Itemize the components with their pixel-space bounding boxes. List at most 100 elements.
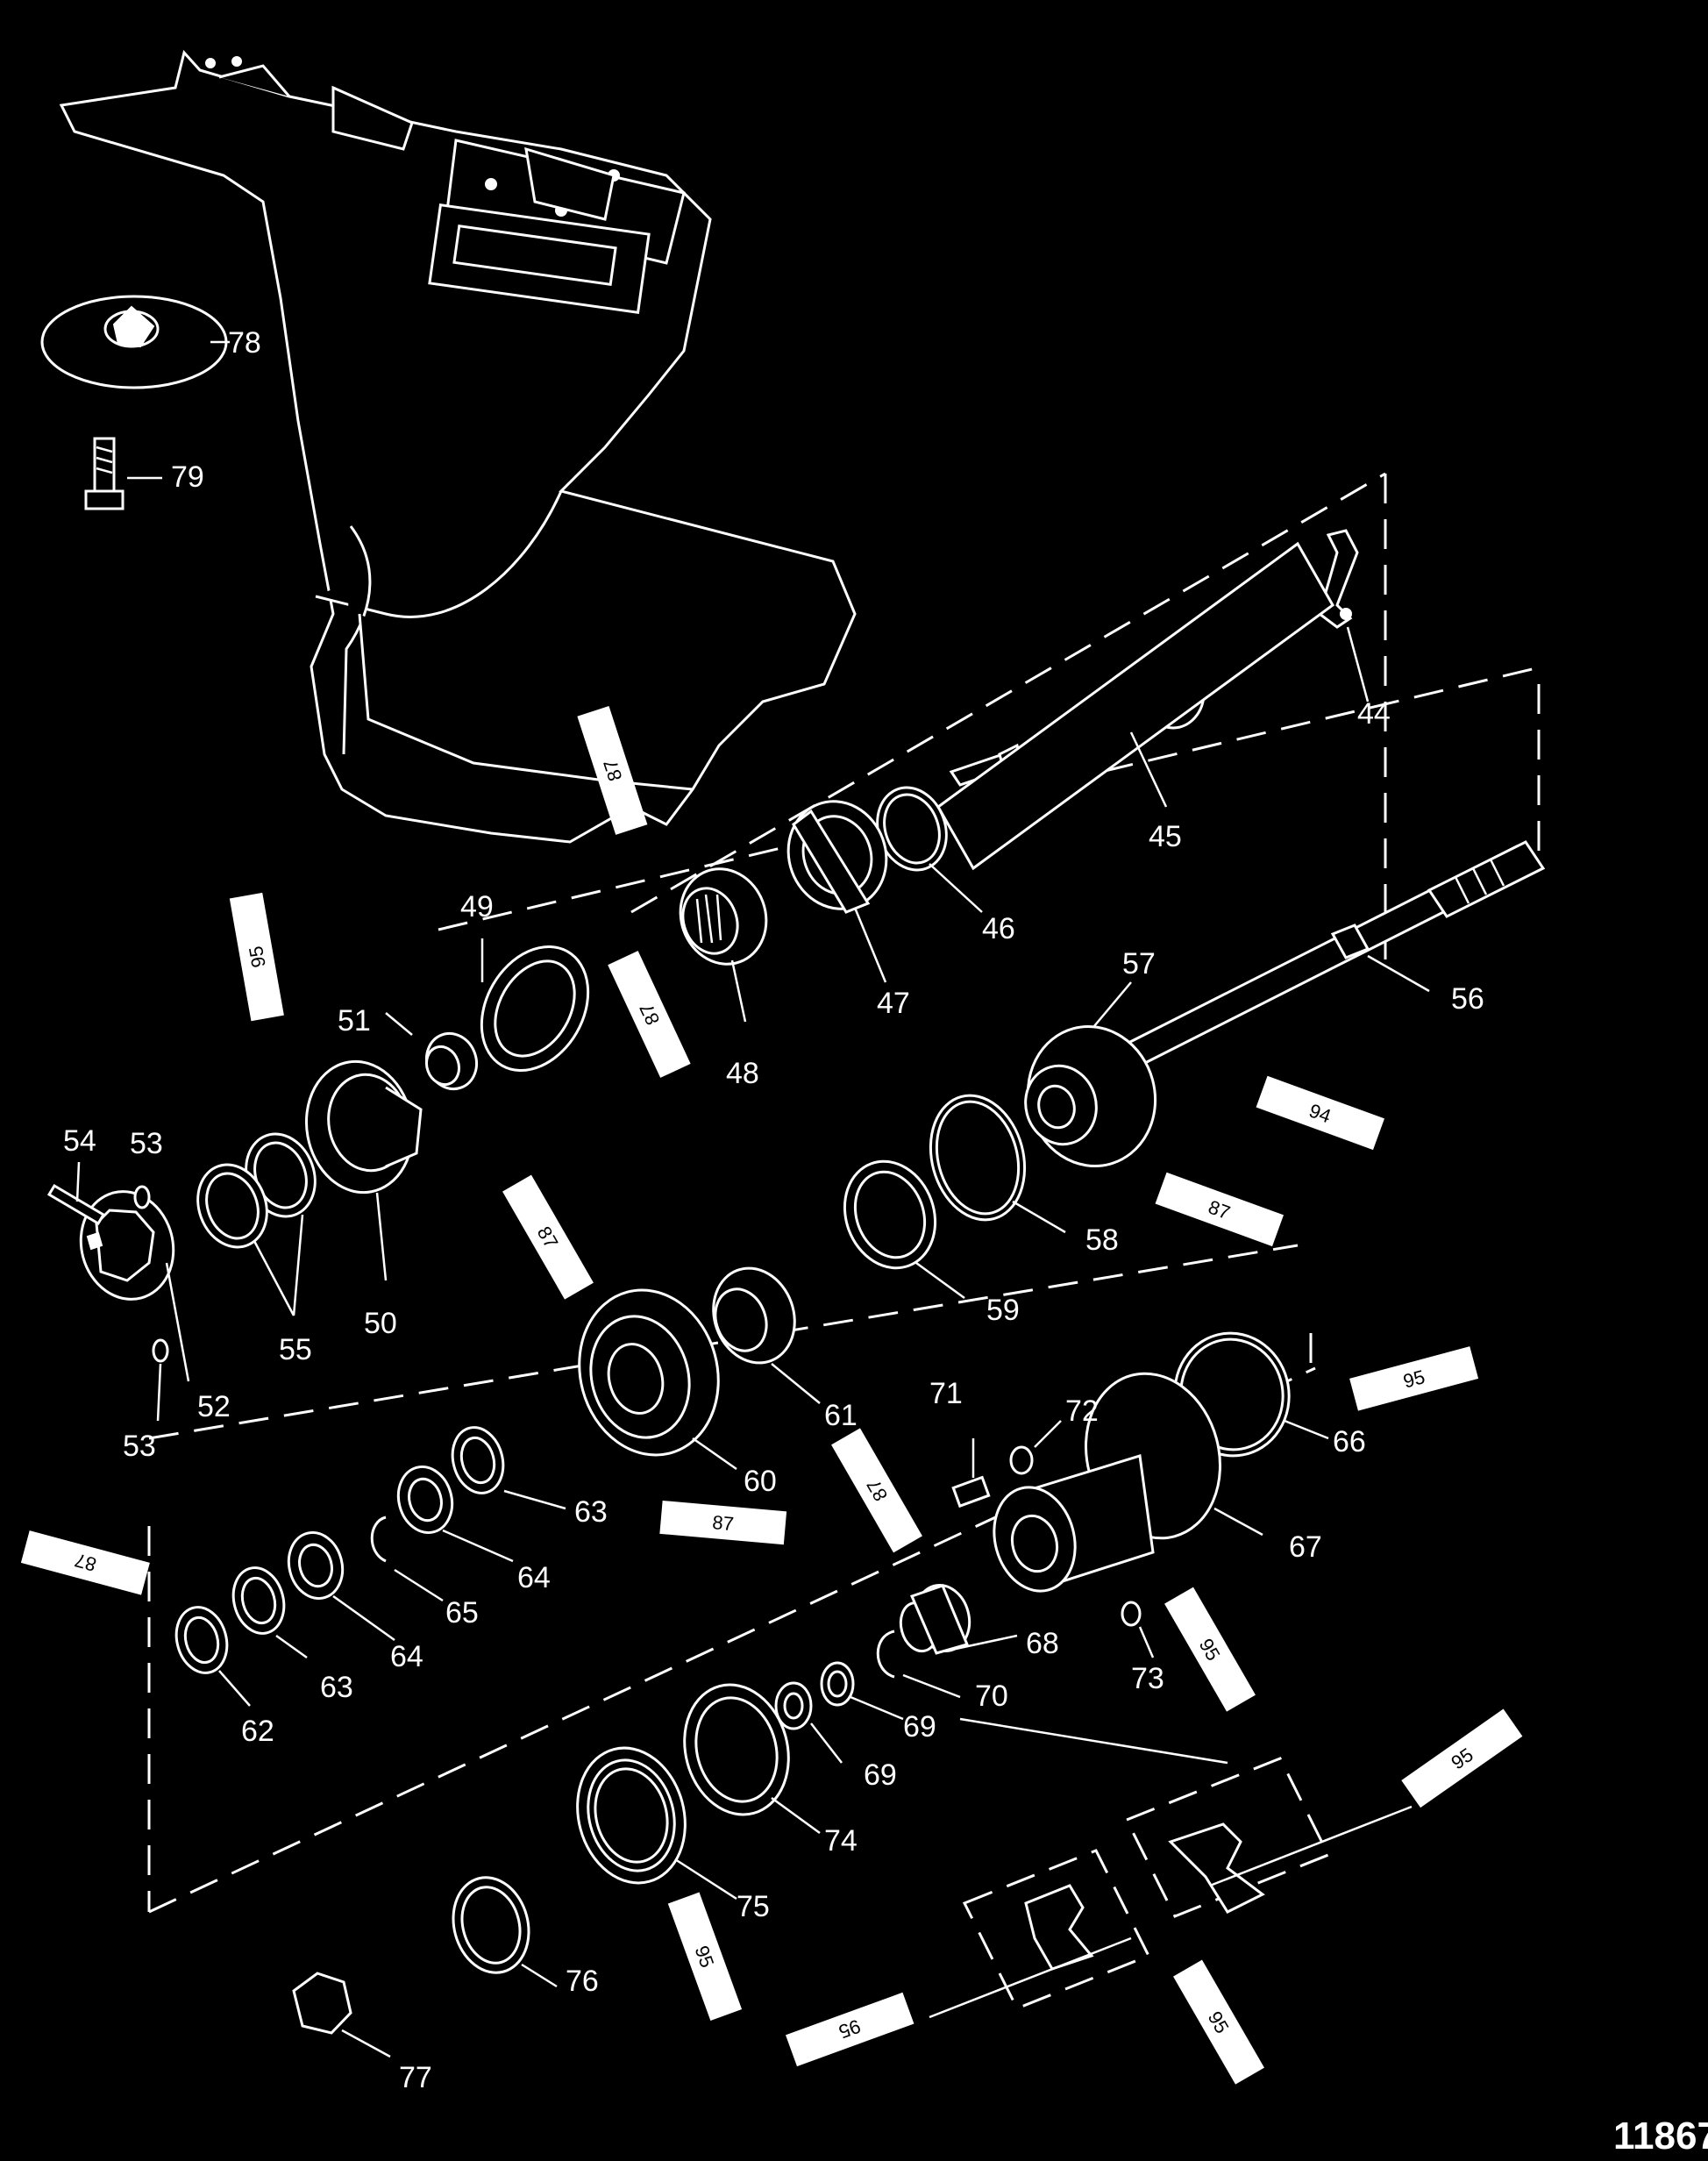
callout-78: 78 [228,326,261,360]
callout-69-b: 69 [864,1758,897,1792]
part-64-seal-upper [396,1465,454,1535]
part-57-forward-gear [1024,1025,1157,1167]
callout-55: 55 [279,1333,312,1366]
callout-49: 49 [460,890,494,924]
part-47-bearing-race [786,800,888,914]
part-77-nut [292,1972,352,2035]
tube-87-c: 87 [1155,1172,1284,1247]
callout-59: 59 [986,1294,1020,1327]
part-44-clip [1318,529,1359,629]
part-46-o-ring [876,786,948,872]
part-70-retaining-ring [876,1630,895,1679]
tube-95-g: 95 [786,1992,914,2067]
tube-95-d: 95 [1401,1708,1523,1808]
part-48-needle-bearing [679,867,768,966]
callout-76: 76 [566,1965,599,1998]
part-56-propeller-shaft [1124,840,1546,1067]
callout-64-upper: 64 [517,1561,551,1594]
callout-44: 44 [1357,697,1391,731]
callout-63-lower: 63 [320,1671,353,1704]
tube-87-g: 87 [20,1530,150,1595]
callout-72: 72 [1065,1394,1099,1428]
callout-48: 48 [726,1057,759,1090]
part-65-retaining-ring [370,1516,387,1563]
callout-73: 73 [1131,1662,1164,1695]
callout-62: 62 [241,1715,274,1748]
part-59-thrust-bearing [843,1159,937,1270]
callout-57: 57 [1122,947,1156,981]
callout-47: 47 [877,987,910,1020]
tube-95-c: 95 [1164,1587,1256,1712]
callout-60: 60 [744,1465,777,1498]
part-51-bearing [424,1031,478,1091]
part-54-pin [46,1183,106,1226]
part-53-spring-bottom [152,1338,169,1363]
callout-labels: 44 45 46 47 48 49 50 51 52 53 53 54 55 5… [63,326,1484,2094]
tube-87-f: 87 [659,1500,787,1545]
callout-53-bottom: 53 [123,1430,156,1463]
tube-95-b: 95 [1349,1346,1479,1411]
part-61-bearing [712,1266,796,1365]
callout-46: 46 [982,912,1015,945]
part-74-tab-washer [683,1683,790,1816]
upper-dashed-line [630,472,1386,914]
tube-87-f-label: 87 [711,1511,735,1535]
callout-75: 75 [737,1890,770,1923]
callout-69-a: 69 [903,1710,936,1744]
part-79-bolt [84,437,125,510]
part-76-lock-ring [452,1876,530,1974]
callout-71: 71 [929,1377,963,1410]
tube-95-a: 95 [229,892,284,1022]
part-52-clutch [79,1190,175,1301]
callout-79: 79 [171,460,204,494]
part-67-bearing-carrier [993,1372,1222,1593]
part-73-plug [1121,1601,1142,1627]
part-71-screw [951,1475,991,1508]
callout-65: 65 [445,1596,479,1630]
callout-56: 56 [1451,982,1484,1016]
part-64-seal-lower [287,1530,345,1601]
callout-63-upper: 63 [574,1495,608,1529]
part-58-o-ring [929,1094,1027,1222]
callout-58: 58 [1085,1223,1119,1257]
callout-64-lower: 64 [390,1640,423,1673]
part-72-o-ring [1009,1445,1034,1475]
callout-67: 67 [1289,1530,1322,1564]
tube-87-d: 87 [502,1174,594,1300]
part-45-shift-shaft [936,541,1334,871]
callout-51: 51 [338,1004,371,1038]
part-78-plate [40,295,228,389]
part-50-pinion-gear [304,1059,423,1195]
gearcase-housing [59,49,857,844]
callout-66: 66 [1333,1425,1366,1458]
lubricant-tubes: 87 95 87 94 87 87 95 87 [20,706,1523,2085]
part-68-needle-bearing [899,1583,971,1655]
part-75-thrust-hub [576,1746,687,1885]
part-60-reverse-gear [578,1288,720,1457]
part-55-spacers [196,1132,317,1249]
callout-77: 77 [399,2061,432,2094]
part-63-washer-lower [231,1566,286,1635]
tube-95-a-label: 95 [245,945,270,969]
callout-53-top: 53 [130,1127,163,1160]
tube-94: 94 [1256,1075,1384,1151]
callout-68: 68 [1026,1627,1059,1660]
callout-45: 45 [1149,820,1182,853]
part-62-washer [174,1606,229,1674]
part-53-spring-top [133,1185,151,1209]
tube-87-a: 87 [577,706,648,835]
part-63-washer-upper [451,1426,505,1494]
middle-dashed-line [148,1244,1299,1440]
callout-70: 70 [975,1680,1008,1713]
part-69-seal-b [774,1681,813,1730]
tube-95-f: 95 [1173,1959,1264,2085]
callout-61: 61 [824,1399,858,1432]
figure-reference-number: 11867 [1613,2115,1708,2157]
tube-87-b: 87 [608,951,691,1078]
callout-52: 52 [197,1390,231,1423]
callout-74: 74 [824,1824,858,1858]
callout-50: 50 [364,1307,397,1340]
callout-54: 54 [63,1124,96,1158]
shift-cam-detail [929,1717,1413,2019]
